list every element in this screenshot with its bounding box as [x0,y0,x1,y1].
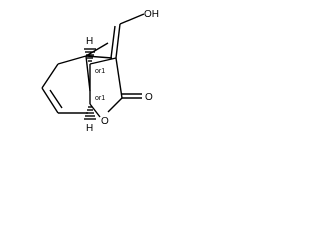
carbonyl-oxygen-label: O [145,92,153,103]
bond-c6-c7-inner [49,89,63,109]
chemical-structure: OH O O H H or1 or1 [41,9,159,134]
hydrogen-top-label: H [86,36,93,47]
bond-c3-c2 [115,57,123,99]
bond-c3-ch-2 [110,25,116,59]
stereo-label-top: or1 [95,68,105,75]
hash-wedge-bottom-h [84,106,96,120]
ring-oxygen-label: O [101,116,109,127]
hash-wedge-top-h [84,48,96,62]
bond-o1-c6a [89,103,101,118]
hydroxyl-label: OH [144,9,159,20]
bond-c5-c6 [41,63,59,89]
bond-c3a-c3 [85,55,113,59]
bond-c4-c5 [57,55,87,65]
bond-c3a-c3-ring [89,57,117,65]
hydrogen-bottom-label: H [86,123,93,134]
bond-c4-c3a [85,42,109,57]
bond-c3-ch-1 [115,23,121,59]
bond-c2-o1 [107,97,123,113]
bond-c6-c7-outer [41,87,59,114]
bond-ch-oh [119,13,145,25]
stereo-label-bottom: or1 [95,95,105,102]
